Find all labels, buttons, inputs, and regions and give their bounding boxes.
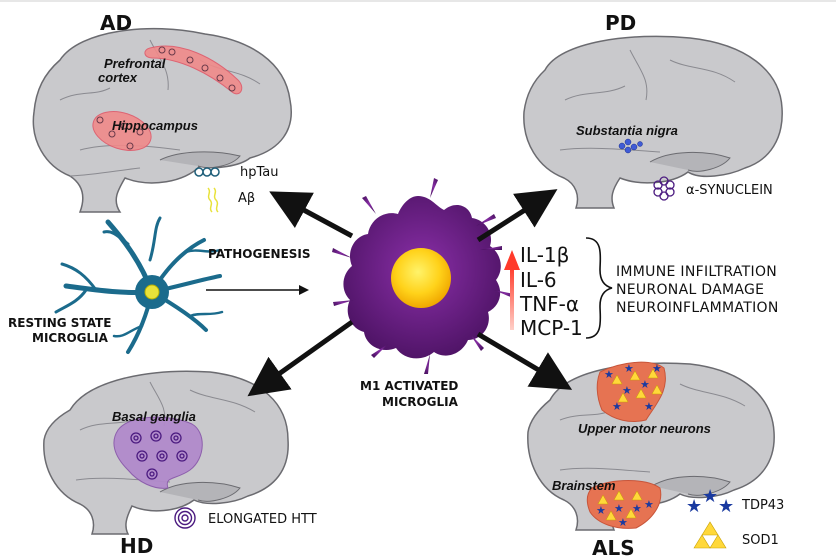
svg-text:★: ★ bbox=[718, 496, 734, 517]
m1-activated-label-line2: MICROGLIA bbox=[382, 395, 459, 409]
cytokine-il6: IL-6 bbox=[520, 268, 557, 292]
svg-text:★: ★ bbox=[612, 400, 622, 413]
svg-text:★: ★ bbox=[644, 400, 654, 413]
sod1-label: SOD1 bbox=[742, 533, 779, 548]
svg-text:★: ★ bbox=[618, 516, 628, 529]
effect-neuroinflammation: NEUROINFLAMMATION bbox=[616, 300, 779, 316]
cytokine-brace bbox=[585, 237, 613, 339]
effect-immune-infiltration: IMMUNE INFILTRATION bbox=[616, 264, 777, 280]
svg-text:★: ★ bbox=[644, 498, 654, 511]
svg-text:★: ★ bbox=[686, 496, 702, 517]
htt-icon bbox=[174, 507, 196, 529]
svg-text:★: ★ bbox=[632, 502, 642, 515]
hptau-label: hpTau bbox=[240, 165, 279, 180]
svg-text:★: ★ bbox=[614, 502, 624, 515]
m1-microglia-nucleus bbox=[391, 248, 451, 308]
als-title: ALS bbox=[592, 536, 635, 560]
cytokine-il1b: IL-1β bbox=[520, 243, 569, 267]
svg-text:★: ★ bbox=[624, 362, 634, 375]
cytokine-tnfa: TNF-α bbox=[519, 292, 579, 316]
basal-ganglia-label: Basal ganglia bbox=[112, 409, 196, 424]
sod1-icon bbox=[693, 521, 727, 549]
upper-motor-neurons-label: Upper motor neurons bbox=[578, 421, 711, 436]
ad-title: AD bbox=[100, 11, 132, 35]
cytokine-increase-arrow-shaft bbox=[510, 266, 514, 330]
synuclein-label: α-SYNUCLEIN bbox=[686, 183, 773, 198]
cytokine-mcp1: MCP-1 bbox=[520, 316, 583, 340]
svg-text:★: ★ bbox=[652, 362, 662, 375]
tdp43-label: TDP43 bbox=[741, 498, 784, 513]
hptau-icon bbox=[194, 167, 220, 177]
pd-brain bbox=[523, 35, 783, 209]
svg-text:★: ★ bbox=[604, 368, 614, 381]
svg-text:★: ★ bbox=[622, 384, 632, 397]
arrow-to-pd bbox=[476, 189, 558, 243]
pd-title: PD bbox=[605, 11, 636, 35]
htt-label: ELONGATED HTT bbox=[208, 512, 317, 527]
substantia-nigra-label: Substantia nigra bbox=[576, 123, 678, 138]
resting-microglia-nucleus bbox=[144, 284, 160, 300]
hd-brain bbox=[43, 370, 289, 535]
als-brain: ★★★★★★★ ★★★★★ bbox=[527, 361, 775, 531]
abeta-label: Aβ bbox=[238, 191, 255, 206]
brainstem-label: Brainstem bbox=[552, 478, 616, 493]
cytokine-increase-arrow-head bbox=[504, 250, 520, 270]
abeta-icon bbox=[207, 187, 219, 213]
svg-text:★: ★ bbox=[702, 486, 718, 507]
arrow-to-ad bbox=[269, 191, 354, 239]
arrow-to-hd bbox=[247, 319, 354, 397]
svg-text:★: ★ bbox=[640, 378, 650, 391]
pathogenesis-label: PATHOGENESIS bbox=[208, 247, 311, 261]
effect-neuronal-damage: NEURONAL DAMAGE bbox=[616, 282, 764, 298]
prefrontal-label-line1: Prefrontal bbox=[104, 56, 166, 71]
resting-state-label-line1: RESTING STATE bbox=[8, 316, 111, 330]
arrow-to-als bbox=[476, 331, 573, 390]
hippocampus-label: Hippocampus bbox=[112, 118, 198, 133]
svg-text:★: ★ bbox=[596, 504, 606, 517]
hd-title: HD bbox=[120, 534, 153, 558]
ad-brain bbox=[32, 27, 292, 213]
m1-activated-label-line1: M1 ACTIVATED bbox=[360, 379, 458, 393]
prefrontal-label-line2: cortex bbox=[98, 70, 138, 85]
tdp43-icon: ★★★ bbox=[686, 486, 734, 517]
resting-state-label-line2: MICROGLIA bbox=[32, 331, 109, 345]
synuclein-icon bbox=[653, 176, 675, 201]
